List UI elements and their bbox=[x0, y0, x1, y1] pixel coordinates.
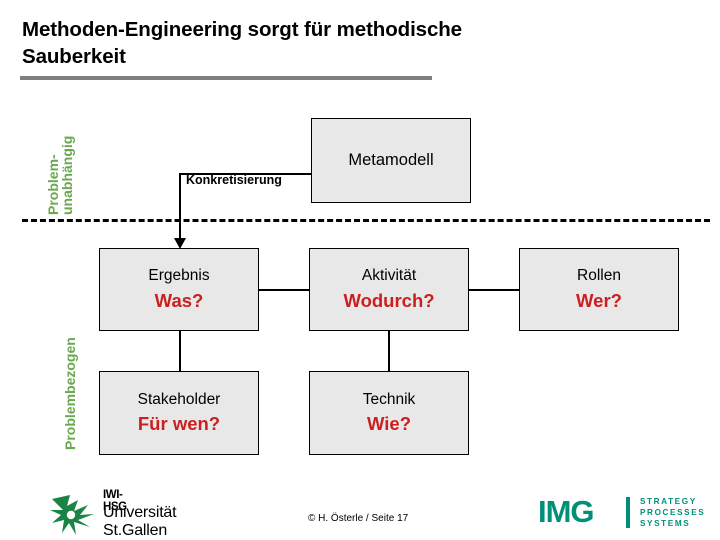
footer-credit: © H. Österle / Seite 17 bbox=[308, 513, 409, 524]
logo-img-tagline: STRATEGY PROCESSES SYSTEMS bbox=[640, 496, 705, 530]
page-title-line-1: Methoden-Engineering sorgt für methodisc… bbox=[22, 18, 462, 41]
box-stakeholder-question: Für wen? bbox=[137, 413, 221, 435]
box-stakeholder[interactable]: Stakeholder Für wen? bbox=[99, 371, 259, 455]
logo-img-wordmark: IMG bbox=[538, 494, 595, 529]
axis-label-problembezogen: Problembezogen bbox=[62, 337, 78, 450]
box-technik-question: Wie? bbox=[366, 413, 412, 435]
box-aktivitaet-title: Aktivität bbox=[361, 267, 417, 285]
page-title: Methoden-Engineering sorgt für methodisc… bbox=[22, 16, 622, 70]
box-metamodell[interactable]: Metamodell bbox=[311, 118, 471, 203]
logo-img-tagline-2: PROCESSES bbox=[640, 508, 706, 518]
box-ergebnis[interactable]: Ergebnis Was? bbox=[99, 248, 259, 331]
axis-label-problem-unabhaengig: Problem- unabhängig bbox=[45, 135, 75, 215]
box-aktivitaet-question: Wodurch? bbox=[343, 289, 435, 311]
box-metamodell-title: Metamodell bbox=[348, 150, 434, 169]
connector-ergebnis-stakeholder bbox=[179, 331, 181, 371]
connector-metamodell-vertical bbox=[179, 173, 181, 239]
title-underline-rule bbox=[20, 76, 432, 80]
box-stakeholder-title: Stakeholder bbox=[137, 390, 221, 408]
connector-ergebnis-aktivitaet bbox=[259, 289, 309, 291]
section-divider-dashed bbox=[22, 219, 710, 222]
box-technik-title: Technik bbox=[362, 390, 416, 408]
axis-label-line-2: unabhängig bbox=[59, 135, 75, 215]
page-title-line-2: Sauberkeit bbox=[22, 45, 126, 69]
box-rollen[interactable]: Rollen Wer? bbox=[519, 248, 679, 331]
box-rollen-question: Wer? bbox=[576, 289, 622, 311]
box-ergebnis-title: Ergebnis bbox=[148, 267, 210, 285]
st-gallen-crest-icon bbox=[50, 495, 94, 535]
connector-label-konkretisierung: Konkretisierung bbox=[186, 173, 282, 187]
box-aktivitaet[interactable]: Aktivität Wodurch? bbox=[309, 248, 469, 331]
logo-iwi-hsg-text: IWI-HSG bbox=[103, 489, 127, 513]
connector-aktivitaet-technik bbox=[388, 331, 390, 371]
logo-img-tagline-3: SYSTEMS bbox=[640, 519, 691, 529]
connector-aktivitaet-rollen bbox=[469, 289, 519, 291]
logo-img-tagline-1: STRATEGY bbox=[640, 497, 697, 506]
box-ergebnis-question: Was? bbox=[154, 289, 204, 311]
logo-img-divider-bar bbox=[626, 497, 630, 528]
box-rollen-title: Rollen bbox=[577, 267, 621, 285]
logo-university-name: Universität St.Gallen bbox=[103, 504, 177, 539]
arrow-head-icon bbox=[174, 238, 186, 249]
connector-metamodell-horizontal bbox=[179, 173, 312, 175]
box-technik[interactable]: Technik Wie? bbox=[309, 371, 469, 455]
